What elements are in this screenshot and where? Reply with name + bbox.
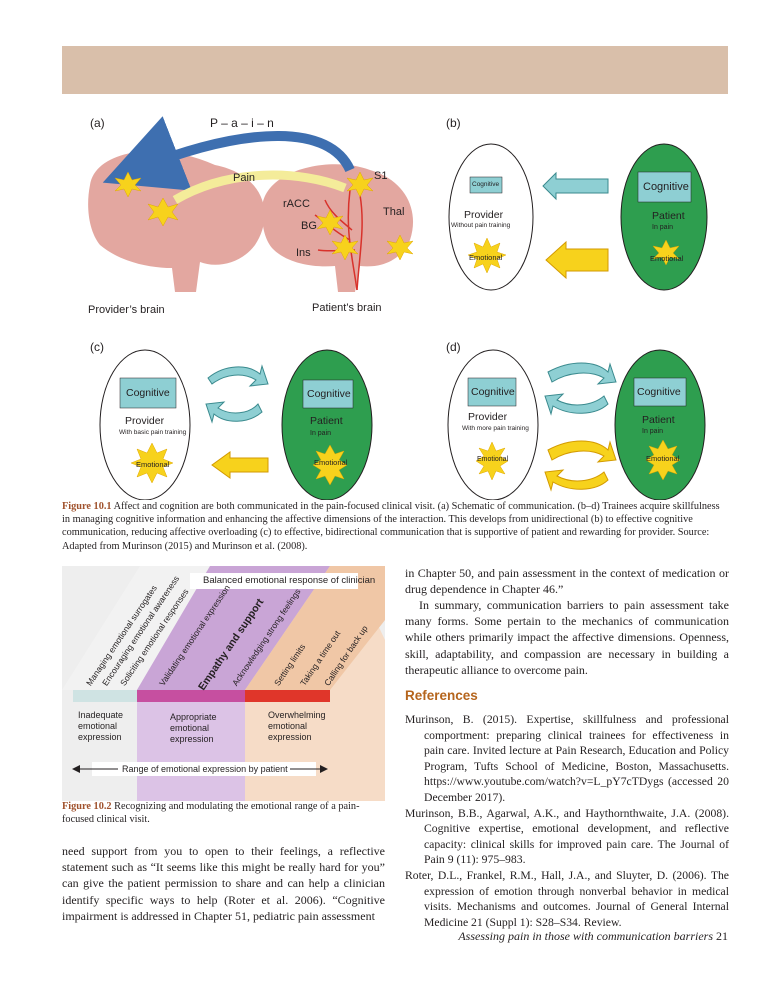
- label-managing-surrogates: Managing emotional surrogates: [84, 583, 159, 688]
- panel-d-provider-cognitive: Cognitive: [471, 386, 515, 398]
- panel-c-patient-sub: In pain: [310, 430, 332, 437]
- figure-10-2-number: Figure 10.2: [62, 801, 112, 812]
- panel-b-provider-emotional: Emotional: [469, 253, 503, 262]
- panel-d-provider: Provider: [468, 411, 508, 423]
- page-number: 21: [716, 929, 728, 943]
- label-validating-expression: Validating emotional expression: [157, 583, 233, 688]
- figure-10-1: [88, 116, 708, 500]
- panel-d-label: (d): [446, 340, 461, 354]
- region-thal: Thal: [383, 206, 405, 218]
- figure-10-2-caption: Figure 10.2 Recognizing and modulating t…: [62, 800, 382, 826]
- panel-b-patient-sub: In pain: [652, 224, 674, 231]
- provider-brain-label: Provider’s brain: [88, 304, 165, 316]
- reference-item: Roter, D.L., Frankel, R.M., Hall, J.A., …: [405, 868, 729, 929]
- pain-yellow-arrow: [172, 170, 347, 204]
- right-paragraph-1: in Chapter 50, and pain assessment in th…: [405, 566, 729, 597]
- panel-d-patient-emotional: Emotional: [646, 454, 680, 463]
- panel-d: [447, 349, 706, 500]
- panel-c-provider-cognitive: Cognitive: [126, 387, 170, 399]
- panel-c-provider-emotional: Emotional: [136, 460, 170, 469]
- panel-d-patient-sub: In pain: [642, 428, 664, 435]
- pain-label: Pain: [233, 172, 256, 184]
- reference-item: Murinson, B.B., Agarwal, A.K., and Hayth…: [405, 806, 729, 867]
- patient-brain-label: Patient’s brain: [312, 302, 382, 314]
- panel-c-provider: Provider: [125, 415, 165, 427]
- patient-brain-shape: [262, 164, 414, 292]
- region-racc: rACC: [283, 198, 310, 210]
- panel-a-label: (a): [90, 116, 105, 130]
- zone-appropriate: Appropriate emotional expression: [170, 712, 217, 744]
- panel-c-label: (c): [90, 340, 104, 354]
- panel-a-starbursts: [114, 171, 414, 261]
- panel-b-patient-emotional: Emotional: [650, 254, 684, 263]
- panel-c-patient-cognitive: Cognitive: [307, 388, 351, 400]
- header-band: [62, 46, 728, 94]
- zone-overwhelming: Overwhelming emotional expression: [268, 710, 326, 742]
- panel-b-provider-sub: Without pain training: [451, 222, 511, 229]
- panel-c-provider-sub: With basic pain training: [119, 429, 187, 436]
- panel-d-provider-emotional: Emotional: [477, 456, 509, 463]
- panel-d-patient: Patient: [642, 414, 675, 426]
- page-footer: Assessing pain in those with communicati…: [458, 929, 728, 944]
- panel-b-label: (b): [446, 116, 461, 130]
- panel-c-patient-emotional: Emotional: [314, 458, 348, 467]
- balanced-response-banner: Balanced emotional response of clinician: [203, 575, 376, 586]
- reference-item: Murinson, B. (2015). Expertise, skillful…: [405, 713, 729, 804]
- figure-10-1-caption: Figure 10.1 Affect and cognition are bot…: [62, 500, 728, 553]
- left-paragraph: need support from you to open to their f…: [62, 844, 385, 923]
- region-ins: Ins: [296, 247, 311, 259]
- panel-b-provider-cognitive: Cognitive: [472, 181, 500, 188]
- zone-inadequate: Inadequate emotional expression: [78, 710, 124, 742]
- panel-c: [99, 349, 373, 500]
- panel-d-patient-cognitive: Cognitive: [637, 386, 681, 398]
- panel-b-patient: Patient: [652, 210, 685, 222]
- range-label: Range of emotional expression by patient: [122, 764, 288, 774]
- pain-arc-label: P – a – i – n: [210, 116, 274, 130]
- panel-b-provider: Provider: [464, 209, 504, 221]
- region-bg: BG: [301, 220, 317, 232]
- figure-10-1-number: Figure 10.1: [62, 501, 112, 512]
- panel-c-patient: Patient: [310, 415, 343, 427]
- pain-arc-arrow: [102, 116, 355, 191]
- references-heading: References: [405, 688, 478, 703]
- panel-b-patient-cognitive: Cognitive: [643, 181, 689, 193]
- figure-10-1-caption-text: Affect and cognition are both communicat…: [62, 501, 720, 552]
- running-title: Assessing pain in those with communicati…: [458, 929, 713, 943]
- references-list: Murinson, B. (2015). Expertise, skillful…: [405, 712, 729, 930]
- panel-b: [448, 143, 708, 291]
- label-back-up: Calling for back up: [322, 623, 370, 688]
- panel-d-provider-sub: With more pain training: [462, 425, 529, 432]
- right-paragraph-2: In summary, communication barriers to pa…: [405, 598, 729, 677]
- figure-10-2-caption-text: Recognizing and modulating the emotional…: [62, 801, 360, 826]
- region-s1: S1: [374, 170, 388, 182]
